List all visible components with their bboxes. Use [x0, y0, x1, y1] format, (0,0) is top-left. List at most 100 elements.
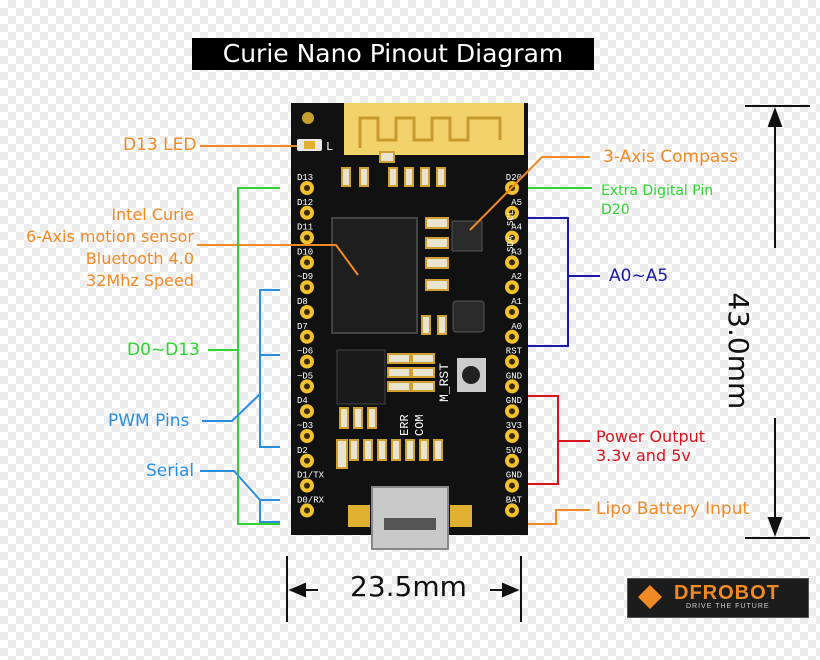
right-pin-label: D20	[506, 173, 522, 183]
components	[336, 151, 449, 469]
com-label: COM	[413, 414, 427, 436]
right-pin-hole	[509, 284, 515, 291]
right-pin-label: A5	[511, 198, 522, 208]
left-pin-hole	[304, 309, 310, 315]
smd-component	[379, 151, 395, 163]
left-pin-hole	[304, 457, 310, 464]
right-pin-hole	[509, 507, 515, 514]
compass-line	[469, 156, 590, 231]
usb-opening	[384, 518, 436, 530]
smd-component	[359, 167, 369, 187]
smd-component	[425, 279, 449, 291]
left-pin-hole	[304, 333, 310, 340]
left-pin-hole	[304, 259, 310, 266]
right-pin-label: GND	[506, 471, 522, 481]
left-pin-label: D8	[297, 297, 308, 307]
flash-chip	[336, 349, 386, 405]
left-pin-hole	[304, 482, 310, 489]
smd-component	[425, 217, 449, 229]
right-pin-hole	[509, 383, 515, 390]
right-pin-hole	[509, 259, 515, 266]
left-pin-label: ~D3	[297, 421, 313, 431]
power-output-label: Power Output 3.3v and 5v	[596, 427, 705, 465]
left-pin-label: ~D5	[297, 371, 313, 381]
smd-component	[367, 407, 377, 429]
pwm-pins-label: PWM Pins	[108, 411, 190, 431]
right-pin-hole	[509, 358, 515, 365]
mount-hole	[302, 112, 314, 124]
compass-chip	[451, 220, 483, 252]
scl-label: SCL	[506, 210, 516, 226]
antenna	[344, 103, 524, 155]
smd-component	[339, 407, 349, 429]
right-pin-label: RST	[506, 347, 523, 357]
serial-bracket	[259, 499, 280, 523]
smd-component	[411, 353, 435, 364]
lipo-label: Lipo Battery Input	[596, 499, 750, 519]
dimension-height	[745, 105, 810, 539]
power-line-2: 3.3v and 5v	[596, 446, 691, 465]
antenna-trace	[358, 116, 502, 148]
left-pin-label: D4	[297, 396, 308, 406]
dfrobot-logo: DFROBOT DRIVE THE FUTURE	[627, 578, 809, 618]
callout-lines	[197, 145, 600, 525]
power-line-1: Power Output	[596, 427, 706, 446]
d0-d13-label: D0~D13	[127, 340, 200, 360]
left-pin-label: ~D9	[297, 272, 313, 282]
smd-component	[405, 439, 415, 461]
left-pin-label: D12	[297, 198, 313, 208]
smd-component	[349, 439, 359, 461]
left-pin-hole	[304, 507, 310, 514]
smd-component	[391, 439, 401, 461]
a0-a5-bracket	[528, 217, 569, 347]
led-mark: L	[326, 140, 333, 154]
smd-component	[419, 439, 429, 461]
left-pin-label: D0/RX	[297, 495, 325, 505]
smd-component	[336, 439, 348, 469]
left-pin-hole	[304, 383, 310, 390]
smd-component	[363, 439, 373, 461]
logo-tagline: DRIVE THE FUTURE	[686, 603, 770, 610]
right-pin-label: 3V3	[506, 421, 522, 431]
serial-connector	[200, 470, 261, 501]
curie-line	[197, 244, 359, 276]
ic-chip	[452, 300, 485, 333]
serial-label: Serial	[146, 461, 195, 481]
width-arrow-left	[288, 582, 306, 598]
d13-led-core	[304, 141, 315, 149]
smd-component	[387, 353, 411, 364]
smd-component	[341, 167, 351, 187]
left-pin-hole	[304, 185, 310, 191]
pwm-connector	[202, 393, 261, 422]
left-pin-hole	[304, 358, 310, 365]
err-label: ERR	[398, 414, 412, 436]
left-pin-hole	[304, 234, 310, 241]
dimension-width	[286, 556, 522, 622]
sda-label: SDA	[506, 235, 516, 252]
smd-component	[387, 367, 411, 378]
smd-component	[421, 315, 431, 335]
a0-a5-label: A0~A5	[609, 266, 669, 286]
smd-component	[404, 167, 414, 187]
smd-component	[437, 315, 447, 335]
curie-line-2: 6-Axis motion sensor	[25, 227, 194, 246]
smd-component	[377, 439, 387, 461]
left-pins: D13D12D11D10~D9D8D7~D6~D5D4~D3D2D1/TXD0/…	[297, 173, 325, 518]
right-pin-hole	[509, 309, 515, 315]
extra-digital-line-2: D20	[601, 202, 630, 218]
smd-component	[411, 381, 435, 392]
right-pin-label: A4	[511, 223, 522, 233]
height-dimension: 43.0mm	[721, 292, 755, 410]
rst-label: M_RST	[437, 363, 452, 402]
right-pin-label: 5V0	[506, 446, 522, 456]
right-pin-hole	[509, 333, 515, 340]
smd-component	[436, 167, 446, 187]
curie-line-1: Intel Curie	[111, 205, 194, 224]
left-pin-label: D10	[297, 247, 313, 257]
left-pin-label: D2	[297, 446, 308, 456]
height-arrow-top	[767, 107, 783, 127]
intel-curie-label: Intel Curie 6-Axis motion sensor Bluetoo…	[8, 204, 194, 292]
